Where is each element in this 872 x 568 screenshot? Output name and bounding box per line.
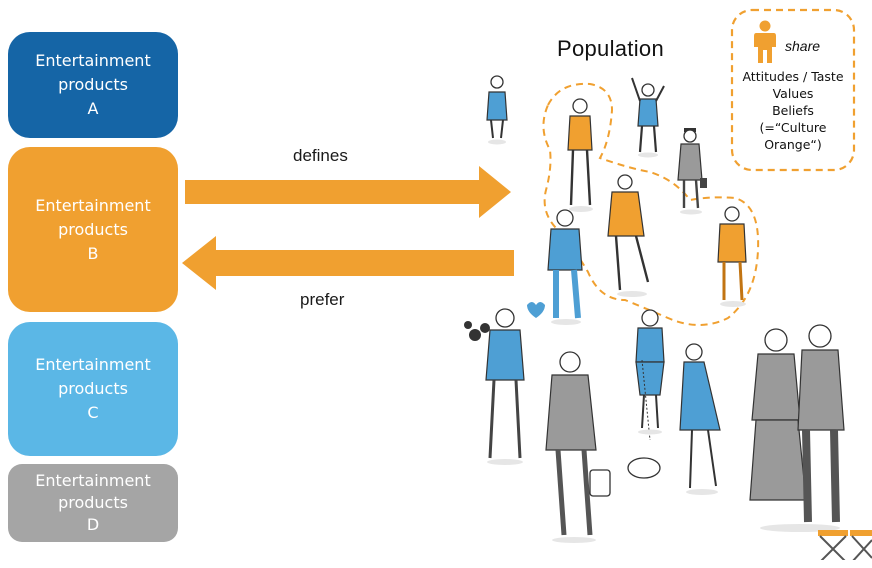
product-box-b-line2: products (58, 219, 128, 239)
legend-line-attitudes: Attitudes / Taste (742, 69, 844, 84)
population-title: Population (557, 36, 664, 61)
person-figure-blue-3 (547, 209, 583, 325)
product-box-c-letter: C (87, 403, 99, 422)
legend-line-orange: Orange“) (764, 137, 822, 152)
person-figure-orange-3 (717, 206, 747, 307)
prefer-label: prefer (300, 290, 345, 309)
legend-share-label: share (785, 38, 821, 54)
product-box-a-letter: A (87, 99, 99, 118)
person-figure-grey-couple (749, 324, 845, 532)
product-box-c-line2: products (58, 379, 128, 398)
legend-line-beliefs: Beliefs (772, 103, 814, 118)
person-figure-blue-4 (627, 309, 665, 479)
legend-line-culture: (=“Culture (759, 120, 827, 135)
product-box-d-letter: D (86, 515, 100, 534)
legend-border (730, 8, 856, 172)
product-box-c-line1: Entertainment (35, 355, 151, 374)
product-box-a-line2: products (58, 75, 128, 94)
person-icon (754, 20, 776, 63)
product-box-b-letter: B (87, 243, 99, 263)
population-illustration (464, 75, 872, 560)
legend-line-values: Values (772, 86, 814, 101)
culture-legend: share Attitudes / Taste Values Beliefs (… (730, 8, 856, 172)
product-box-c: Entertainment products C (8, 322, 178, 456)
product-box-d: Entertainment products D (8, 464, 178, 542)
product-box-d-line2: products (58, 493, 128, 512)
person-figure-blue-2 (631, 77, 665, 158)
product-box-b-line1: Entertainment (35, 195, 151, 215)
person-figure-grey-1 (677, 128, 707, 215)
legend-text: Attitudes / Taste Values Beliefs (=“Cult… (730, 68, 856, 153)
product-box-b: Entertainment products B (8, 147, 178, 312)
defines-arrow (185, 166, 511, 218)
person-figure-blue-1 (486, 75, 508, 145)
person-figure-blue-flowers (464, 302, 545, 465)
product-box-a: Entertainment products A (8, 32, 178, 138)
director-chairs (818, 530, 872, 560)
person-figure-orange-1 (567, 98, 593, 212)
product-box-a-line1: Entertainment (35, 51, 151, 70)
person-figure-orange-2 (607, 174, 650, 297)
defines-label: defines (293, 146, 348, 165)
person-figure-blue-5 (679, 343, 721, 495)
person-figure-grey-2 (545, 351, 611, 543)
culture-group-outline (542, 82, 760, 326)
prefer-arrow (182, 236, 514, 290)
product-box-d-line1: Entertainment (35, 471, 151, 490)
